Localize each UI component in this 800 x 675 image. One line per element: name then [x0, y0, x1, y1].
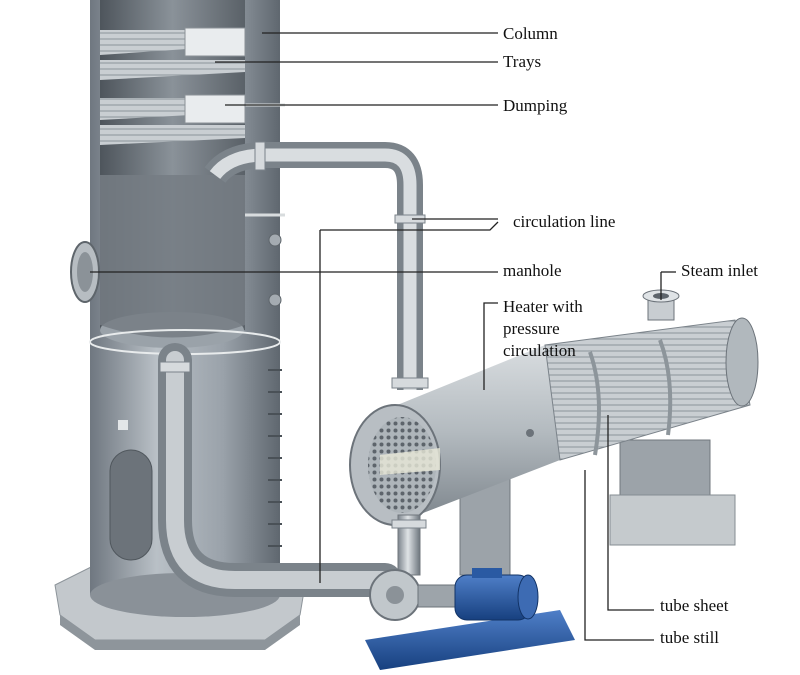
heater-shell	[349, 345, 560, 526]
label-steam-inlet: Steam inlet	[681, 261, 758, 280]
label-trays: Trays	[503, 52, 542, 71]
heater-outlet-pipe	[391, 514, 427, 576]
leader-lines	[90, 32, 676, 641]
label-manhole: manhole	[503, 261, 562, 280]
label-heater-line-2: pressure	[503, 319, 560, 338]
label-circulation-line: circulation line	[513, 212, 616, 231]
label-tube-still: tube still	[660, 628, 720, 647]
heater-supports	[459, 439, 736, 576]
pump-unit	[365, 568, 575, 670]
manhole-hatch	[70, 241, 100, 303]
label-heater-line-1: Heater with	[503, 297, 583, 316]
label-dumping: Dumping	[503, 96, 568, 115]
label-heater-line-3: circulation	[503, 341, 576, 360]
label-tube-sheet: tube sheet	[660, 596, 729, 615]
label-heater: Heater with pressure circulation	[503, 296, 613, 362]
column-trays	[100, 27, 246, 145]
label-column: Column	[503, 24, 558, 43]
return-pipe	[204, 141, 429, 390]
column-shell	[89, 0, 285, 547]
circulation-pipe	[158, 343, 402, 597]
tube-bundle	[544, 317, 759, 461]
